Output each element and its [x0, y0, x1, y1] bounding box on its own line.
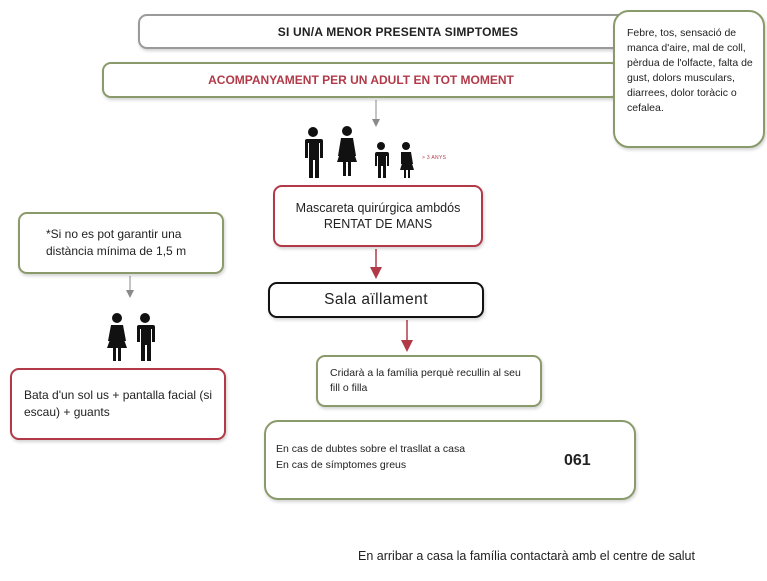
distance-box: *Si no es pot garantir una distància mín… — [18, 212, 224, 274]
mask-line-2: RENTAT DE MANS — [323, 217, 433, 231]
man-icon — [305, 127, 323, 178]
man-icon — [137, 313, 155, 361]
symptoms-text: Febre, tos, sensació de manca d'aire, ma… — [627, 27, 753, 114]
gown-box: Bata d'un sol us + pantalla facial (si e… — [10, 368, 226, 440]
accompaniment-text: ACOMPANYAMENT PER UN ADULT EN TOT MOMENT — [208, 73, 514, 87]
distance-text: *Si no es pot garantir una distància mín… — [46, 227, 187, 258]
woman-icon — [107, 313, 127, 361]
doubts-line-2: En cas de símptomes greus — [276, 459, 407, 471]
mask-line-1: Mascareta quirúrgica ambdós — [295, 201, 461, 215]
emergency-number: 061 — [564, 452, 591, 469]
symptoms-box: Febre, tos, sensació de manca d'aire, ma… — [613, 10, 765, 148]
girl-icon — [400, 142, 414, 178]
age-label: > 3 ANYS — [422, 155, 447, 161]
isolation-text: Sala aïllament — [324, 291, 428, 308]
gown-text: Bata d'un sol us + pantalla facial (si e… — [24, 388, 213, 419]
doubts-line-1: En cas de dubtes sobre el trasllat a cas… — [276, 443, 466, 455]
woman-icon — [337, 126, 357, 176]
isolation-box: Sala aïllament — [268, 282, 484, 318]
mask-box: Mascareta quirúrgica ambdós RENTAT DE MA… — [273, 185, 483, 247]
arrival-note: En arribar a casa la família contactarà … — [358, 549, 695, 563]
doubts-box: En cas de dubtes sobre el trasllat a cas… — [264, 420, 636, 500]
call-family-box: Cridarà a la família perquè recullin al … — [316, 355, 542, 407]
call-family-text: Cridarà a la família perquè recullin al … — [330, 367, 521, 394]
title-text: SI UN/A MENOR PRESENTA SIMPTOMES — [277, 24, 519, 39]
boy-icon — [375, 142, 389, 178]
title-box: SI UN/A MENOR PRESENTA SIMPTOMES — [138, 14, 658, 49]
doubts-text: En cas de dubtes sobre el trasllat a cas… — [276, 441, 465, 473]
accompaniment-box: ACOMPANYAMENT PER UN ADULT EN TOT MOMENT — [102, 62, 620, 98]
